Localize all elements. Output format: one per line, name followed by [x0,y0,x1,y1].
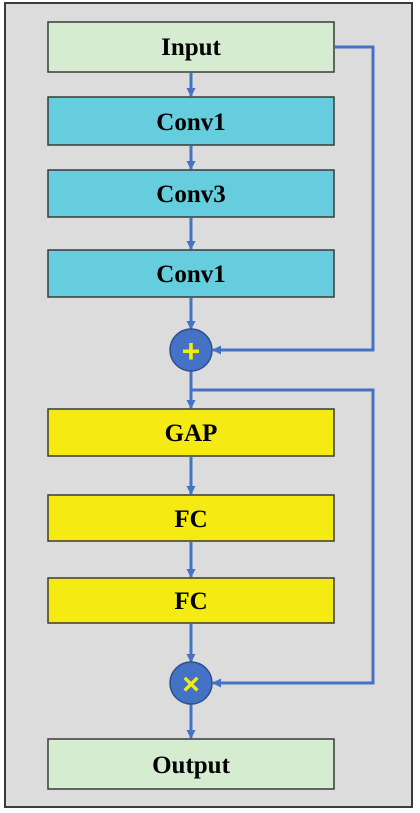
block-gap: GAP [47,408,335,457]
block-conv1-second: Conv1 [47,249,335,298]
block-conv3-label: Conv3 [156,181,225,208]
multiply-operator: × [169,661,213,705]
block-conv3-box [47,169,335,218]
attention-skip-connection [191,388,375,688]
block-fc-first-box [47,494,335,542]
block-input-box [47,21,335,73]
block-output-box [47,738,335,790]
add-operator: + [169,328,213,372]
multiply-icon: × [182,668,200,701]
add-operator-circle [169,328,213,372]
block-fc-first: FC [47,494,335,542]
block-conv1-second-label: Conv1 [156,261,225,288]
block-conv1-second-box [47,249,335,298]
block-input: Input [47,21,335,73]
block-conv3: Conv3 [47,169,335,218]
block-conv1-first: Conv1 [47,96,335,146]
block-fc-second: FC [47,577,335,624]
multiply-operator-circle [169,661,213,705]
block-fc-first-label: FC [174,506,207,533]
block-fc-second-label: FC [174,588,207,615]
block-conv1-first-label: Conv1 [156,109,225,136]
block-conv1-first-box [47,96,335,146]
residual-skip-connection [212,45,375,355]
block-fc-second-box [47,577,335,624]
block-output: Output [47,738,335,790]
block-output-label: Output [152,752,230,779]
block-gap-label: GAP [165,420,218,447]
block-input-label: Input [161,34,221,61]
block-gap-box [47,408,335,457]
plus-icon: + [182,333,201,369]
